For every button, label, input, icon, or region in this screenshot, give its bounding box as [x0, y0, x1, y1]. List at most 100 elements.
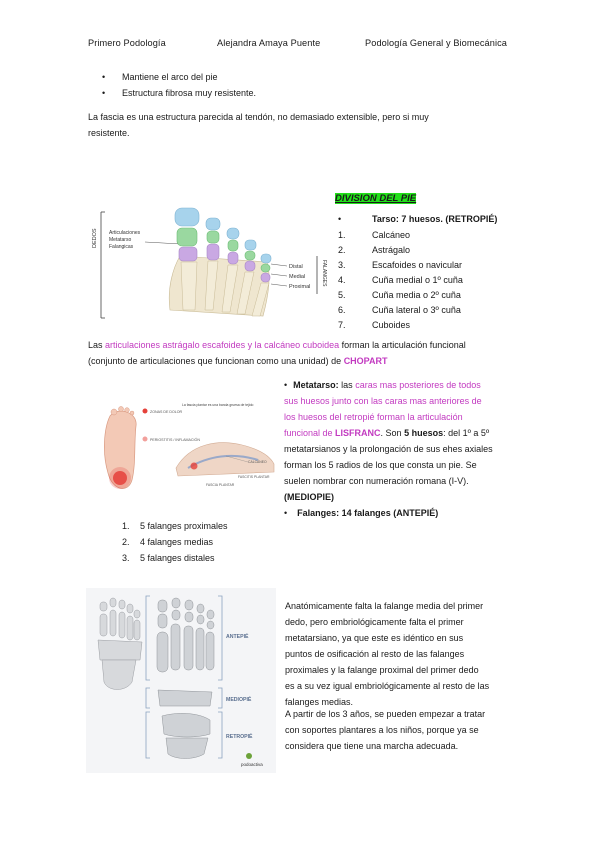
metatarsal-bone [195, 627, 205, 671]
falanges-vertical-label: FALANGES [321, 260, 327, 287]
antepie-bones [156, 597, 215, 673]
bracket [218, 595, 223, 681]
toe-phalanx [206, 230, 220, 244]
metatarsal-bone [118, 611, 126, 639]
toe-phalanx [206, 243, 220, 261]
toe-phalanx [176, 227, 198, 247]
fig1-right-label: Medial [289, 274, 305, 280]
calcaneus-bone [165, 737, 209, 759]
leader-line [270, 263, 288, 267]
bracket [145, 687, 150, 709]
toe [110, 408, 118, 416]
leader-line [270, 273, 288, 277]
phalanx-bone [171, 597, 181, 609]
fig2-label: FASCIA PLANTAR [206, 483, 235, 487]
mediopie-label: MEDIOPIÉ [226, 695, 252, 703]
bullet-dot: • [338, 214, 342, 224]
pain-zone-halo [109, 467, 131, 489]
bullet-dot: • [102, 88, 106, 98]
phalanx-bone [184, 611, 194, 623]
tarsal-bones [97, 639, 143, 661]
metatarsal-bone [133, 619, 141, 641]
metatarsal-bone [99, 613, 108, 637]
metatarso-line: •Metatarso: las caras mas posteriores de… [284, 380, 481, 390]
bracket [145, 711, 150, 759]
metatarso-line: (MEDIOPIE) [284, 492, 335, 502]
falanges-list: 1.5 falanges proximales 2.4 falanges med… [122, 521, 228, 563]
dedos-label: DEDOS [92, 228, 98, 248]
metatarso-line: metatarsianos y la prolongación de sus e… [284, 444, 493, 454]
bullet-item: • Mantiene el arco del pie [102, 72, 218, 82]
bracket [218, 687, 223, 709]
metatarsal-bone [236, 271, 255, 315]
talus-bone [161, 713, 211, 738]
metatarso-line: suelen nombrar con numeración romana (I-… [284, 476, 469, 486]
toe-phalanx [260, 253, 272, 264]
metatarsal-bone [183, 625, 194, 671]
phalanx-bone [184, 599, 194, 611]
podoactiva-logo-text: podoactiva [241, 762, 263, 767]
metatarso-line: sus huesos junto con las caras mas anter… [284, 396, 482, 406]
toe-phalanx [205, 217, 221, 231]
division-title: DIVISION DEL PIE [335, 193, 417, 204]
metatarso-block: •Metatarso: las caras mas posteriores de… [284, 377, 516, 521]
toe-phalanx [226, 227, 240, 240]
falanges-heading: •Falanges: 14 falanges (ANTEPIÉ) [284, 508, 439, 518]
bullet-text: Estructura fibrosa muy resistente. [122, 88, 257, 98]
podoactiva-logo-icon [246, 753, 252, 759]
toe-phalanx [174, 207, 200, 227]
bracket [145, 595, 150, 681]
phalanx-bone [118, 599, 126, 610]
tarso-heading: • [338, 214, 341, 224]
plantar-fascia-figure: ZONAS DE DOLOR PERIOSTITIS / INFLAMACIÓN… [98, 398, 278, 496]
anatomica-paragraph-1: Anatómicamente falta la falange media de… [285, 601, 490, 707]
inflammation-point [190, 462, 198, 470]
fascia-line: La fascia es una estructura parecida al … [88, 112, 429, 122]
fig2-label: FASCITIS PLANTAR [238, 475, 270, 479]
metatarso-line: forman los 5 radios de los que consta un… [284, 460, 477, 470]
metatarsal-bone [109, 609, 117, 637]
foot-bones-diagram: DEDOS Articulaciones Metatarso Falangica… [92, 207, 327, 319]
toe [129, 410, 135, 416]
bracket [218, 711, 223, 759]
toe [124, 407, 130, 413]
side-foot [175, 442, 275, 477]
fig2-label: CALCÁNEO [248, 460, 267, 464]
fig2-label: PERIOSTITIS / INFLAMACIÓN [150, 437, 200, 442]
toe-phalanx [260, 263, 271, 273]
metatarsal-bone [221, 264, 239, 313]
tarso-heading-text: Tarso: 7 huesos. (RETROPIÉ) [372, 214, 498, 224]
bullet-dot: • [284, 508, 288, 518]
header-left: Primero Podología [88, 38, 166, 48]
foot-skeleton-division-figure: ANTEPIÉ MEDIOPIÉ RETROPIÉ podoactiva [86, 588, 276, 773]
tarso-list: 1.Calcáneo 2.Astrágalo 3.Escafoides o na… [338, 230, 463, 330]
metatarsal-bone [156, 631, 169, 673]
metatarsal-bone [126, 615, 134, 641]
phalanx-bone [206, 609, 215, 620]
toe-phalanx [227, 239, 239, 252]
phalanx-bone [206, 620, 215, 630]
anatomica-paragraph-2: A partir de los 3 años, se pueden empeza… [285, 709, 486, 751]
toe-phalanx [260, 272, 271, 283]
phalanx-bone [196, 603, 205, 614]
pain-zone [113, 471, 127, 485]
leader-line [270, 283, 288, 287]
phalanx-bone [109, 597, 117, 608]
metatarsal-bone [204, 260, 219, 311]
antepie-label: ANTEPIÉ [226, 632, 249, 640]
phalanx-bone [133, 609, 141, 619]
section-brackets [145, 595, 223, 759]
mediopie-bones [157, 689, 213, 707]
phalanx-bone [196, 614, 205, 625]
toe-phalanx [178, 246, 198, 262]
bullet-dot: • [102, 72, 106, 82]
phalanx-bone [126, 603, 134, 614]
phalanx-bone [157, 613, 168, 629]
fig1-right-label: Proximal [289, 284, 310, 290]
header-center: Alejandra Amaya Puente [217, 38, 321, 48]
toe-phalanx [244, 250, 256, 261]
toe [118, 406, 124, 412]
legend-marker [142, 408, 148, 414]
fig1-label: Metatarso [109, 237, 131, 243]
bullet-dot: • [284, 380, 288, 390]
